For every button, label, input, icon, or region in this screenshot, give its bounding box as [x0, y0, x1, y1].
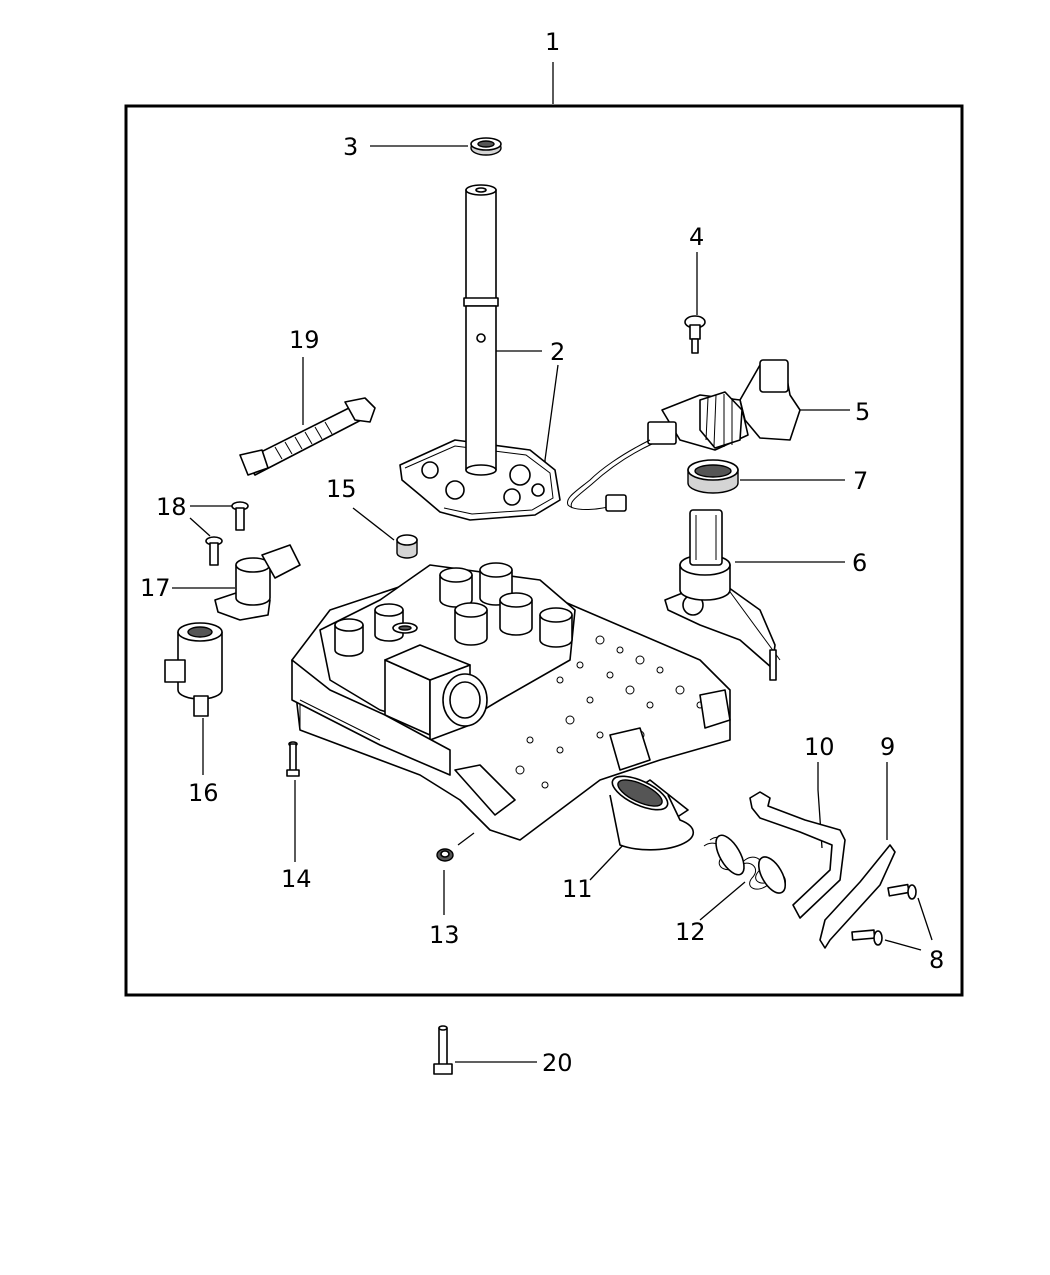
bolt-part-14	[286, 741, 300, 777]
bolts-part-18	[205, 501, 249, 566]
screw-part-4	[684, 315, 706, 354]
bracket-part-10	[749, 791, 846, 919]
sensor-harness-part-5	[566, 359, 801, 512]
seal-ring-part-3	[470, 137, 502, 156]
callout-10: 10	[804, 733, 835, 761]
callout-17: 17	[140, 574, 171, 602]
callout-19: 19	[289, 326, 320, 354]
callout-11: 11	[562, 875, 593, 903]
callout-18: 18	[156, 493, 187, 521]
callout-5: 5	[855, 398, 870, 426]
plug-part-15	[396, 534, 418, 559]
nut-part-13	[436, 848, 454, 862]
valve-body-assembly	[291, 562, 731, 841]
sensor-part-17	[214, 544, 301, 621]
sensor-bracket-part-6	[664, 509, 781, 681]
manual-shaft-part-2	[399, 184, 561, 521]
callout-1: 1	[545, 28, 560, 56]
callout-12: 12	[675, 918, 706, 946]
callout-6: 6	[852, 549, 867, 577]
leader-lines	[172, 62, 933, 1063]
callout-7: 7	[853, 467, 868, 495]
bolt-part-20	[433, 1025, 453, 1075]
assembly-frame	[124, 104, 964, 997]
callout-15: 15	[326, 475, 357, 503]
callout-8: 8	[929, 946, 944, 974]
callout-20: 20	[542, 1049, 573, 1077]
callout-4: 4	[689, 223, 704, 251]
callout-3: 3	[343, 133, 358, 161]
callout-16: 16	[188, 779, 219, 807]
bolts-part-8	[851, 883, 917, 946]
link-part-19	[239, 397, 376, 476]
callout-14: 14	[281, 865, 312, 893]
callout-13: 13	[429, 921, 460, 949]
seal-part-7	[687, 459, 739, 494]
callout-labels: 1 2 3 4 5 6 7 8 9 10 11 12 13 14 15 16 1…	[140, 28, 944, 1077]
spring-part-12	[703, 834, 787, 894]
callout-9: 9	[880, 733, 895, 761]
callout-2: 2	[550, 338, 565, 366]
piston-part-11	[609, 775, 695, 851]
plate-part-9	[819, 844, 896, 949]
solenoid-part-16	[164, 622, 223, 717]
